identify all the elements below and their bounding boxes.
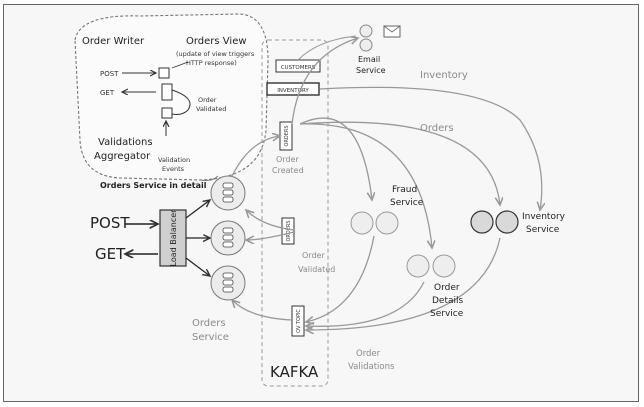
detail-get-label: GET bbox=[100, 89, 115, 97]
orders-service-label-1: Orders bbox=[192, 318, 226, 329]
orders-to-details-arrow bbox=[299, 123, 432, 248]
order-details-service bbox=[406, 254, 456, 278]
fraud-service bbox=[350, 211, 399, 235]
order-created-label-2: Created bbox=[272, 166, 304, 175]
topic-customers-label: CUSTOMERS bbox=[281, 65, 316, 71]
inventory-flow-label: Inventory bbox=[420, 70, 468, 81]
lb-arrow-3 bbox=[185, 257, 210, 276]
aggregator-box bbox=[161, 107, 173, 119]
post-label: POST bbox=[90, 214, 130, 232]
orders-to-inventory-arrow bbox=[299, 121, 500, 205]
customers-to-email-line bbox=[297, 35, 357, 61]
validated-loop bbox=[171, 89, 191, 115]
details-to-validations-arrow bbox=[306, 281, 425, 326]
orders-to-fraud-arrow bbox=[299, 117, 372, 200]
validations-label-1: Validations bbox=[98, 137, 153, 148]
detail-post-label: POST bbox=[100, 70, 119, 78]
inventory-flow-arrow bbox=[319, 86, 542, 210]
bubble-tail bbox=[199, 175, 219, 181]
orders-view-note-1: (update of view triggers bbox=[176, 50, 255, 58]
orders-view-note-2: HTTP response) bbox=[186, 59, 237, 67]
detail-order-label: Order bbox=[198, 96, 217, 104]
order-validated-label-1: Order bbox=[302, 251, 325, 260]
orders-instance-2 bbox=[210, 220, 246, 256]
orders-view-label: Orders View bbox=[186, 36, 247, 47]
order-details-label-3: Service bbox=[430, 309, 464, 319]
detail-caption: Orders Service in detail bbox=[100, 181, 207, 190]
email-service-label-2: Service bbox=[356, 66, 386, 75]
fraud-to-validations-arrow bbox=[306, 235, 375, 322]
topic-orders-1-label: ORDERS bbox=[284, 125, 290, 146]
fraud-service-label-1: Fraud bbox=[392, 185, 417, 195]
order-details-label-2: Details bbox=[432, 296, 464, 306]
orders-instance-1 bbox=[210, 175, 246, 211]
inventory-service bbox=[470, 210, 519, 234]
topic-ov-label: OV TOPIC bbox=[296, 309, 302, 333]
topic-orders-2 bbox=[281, 217, 295, 245]
topic-orders-2-label: ORDERS bbox=[286, 220, 292, 241]
validated-to-orders-arrow-2 bbox=[246, 231, 295, 240]
get-label: GET bbox=[95, 245, 126, 263]
validated-to-orders-arrow-1 bbox=[246, 210, 295, 231]
inventory-service-label-2: Service bbox=[526, 225, 560, 235]
view-box bbox=[161, 83, 173, 101]
order-details-label-1: Order bbox=[434, 283, 460, 293]
order-created-label-1: Order bbox=[276, 155, 299, 164]
validation-events-1: Validation bbox=[158, 156, 190, 164]
inventory-to-validations-arrow bbox=[306, 237, 501, 330]
topic-ov bbox=[291, 305, 305, 337]
order-writer-label: Order Writer bbox=[82, 36, 145, 47]
validation-events-2: Events bbox=[162, 165, 185, 173]
orders-flow-label: Orders bbox=[420, 123, 454, 134]
order-validated-label-2: Validated bbox=[298, 265, 335, 274]
topic-inventory bbox=[266, 82, 320, 96]
fraud-service-label-2: Service bbox=[390, 198, 424, 208]
order-validations-label-1: Order bbox=[356, 349, 381, 359]
orders-service-label-2: Service bbox=[192, 332, 229, 343]
orders-to-topic-arrow bbox=[231, 136, 280, 177]
lb-arrow-1 bbox=[185, 200, 210, 219]
validations-to-orders-arrow bbox=[232, 300, 293, 321]
email-service bbox=[359, 24, 401, 52]
order-validations-label-2: Validations bbox=[348, 362, 395, 372]
view-note-pointer bbox=[171, 61, 189, 69]
envelope-icon bbox=[383, 25, 401, 38]
email-service-label-1: Email bbox=[358, 55, 380, 64]
validations-label-2: Aggregator bbox=[94, 151, 151, 162]
load-balancer-label: Load Balancer bbox=[169, 209, 178, 267]
load-balancer-box bbox=[159, 209, 187, 267]
inventory-service-label-1: Inventory bbox=[522, 212, 566, 222]
topic-inventory-label: INVENTORY bbox=[277, 88, 309, 94]
orders-instance-3 bbox=[210, 265, 246, 301]
writer-box bbox=[158, 67, 170, 79]
orders-to-email-arrow bbox=[291, 38, 358, 125]
kafka-label: KAFKA bbox=[270, 363, 319, 381]
detail-validated-label: Validated bbox=[196, 105, 226, 113]
